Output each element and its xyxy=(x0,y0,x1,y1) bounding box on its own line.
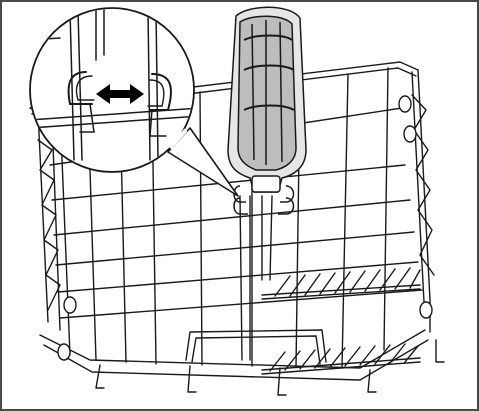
bottle-holder-clips xyxy=(233,185,295,215)
basket-feet xyxy=(95,339,445,396)
basket-front-handle xyxy=(185,329,327,363)
basket-right-side xyxy=(411,69,431,333)
upside-down-bottle xyxy=(227,6,307,193)
spike-rack-upper xyxy=(261,267,421,300)
spike-rack-lower xyxy=(261,343,421,375)
basket-left-side xyxy=(37,111,61,331)
double-arrow-icon xyxy=(96,84,144,104)
basket-rollers xyxy=(57,95,433,361)
bottle-holder-post xyxy=(239,195,251,361)
